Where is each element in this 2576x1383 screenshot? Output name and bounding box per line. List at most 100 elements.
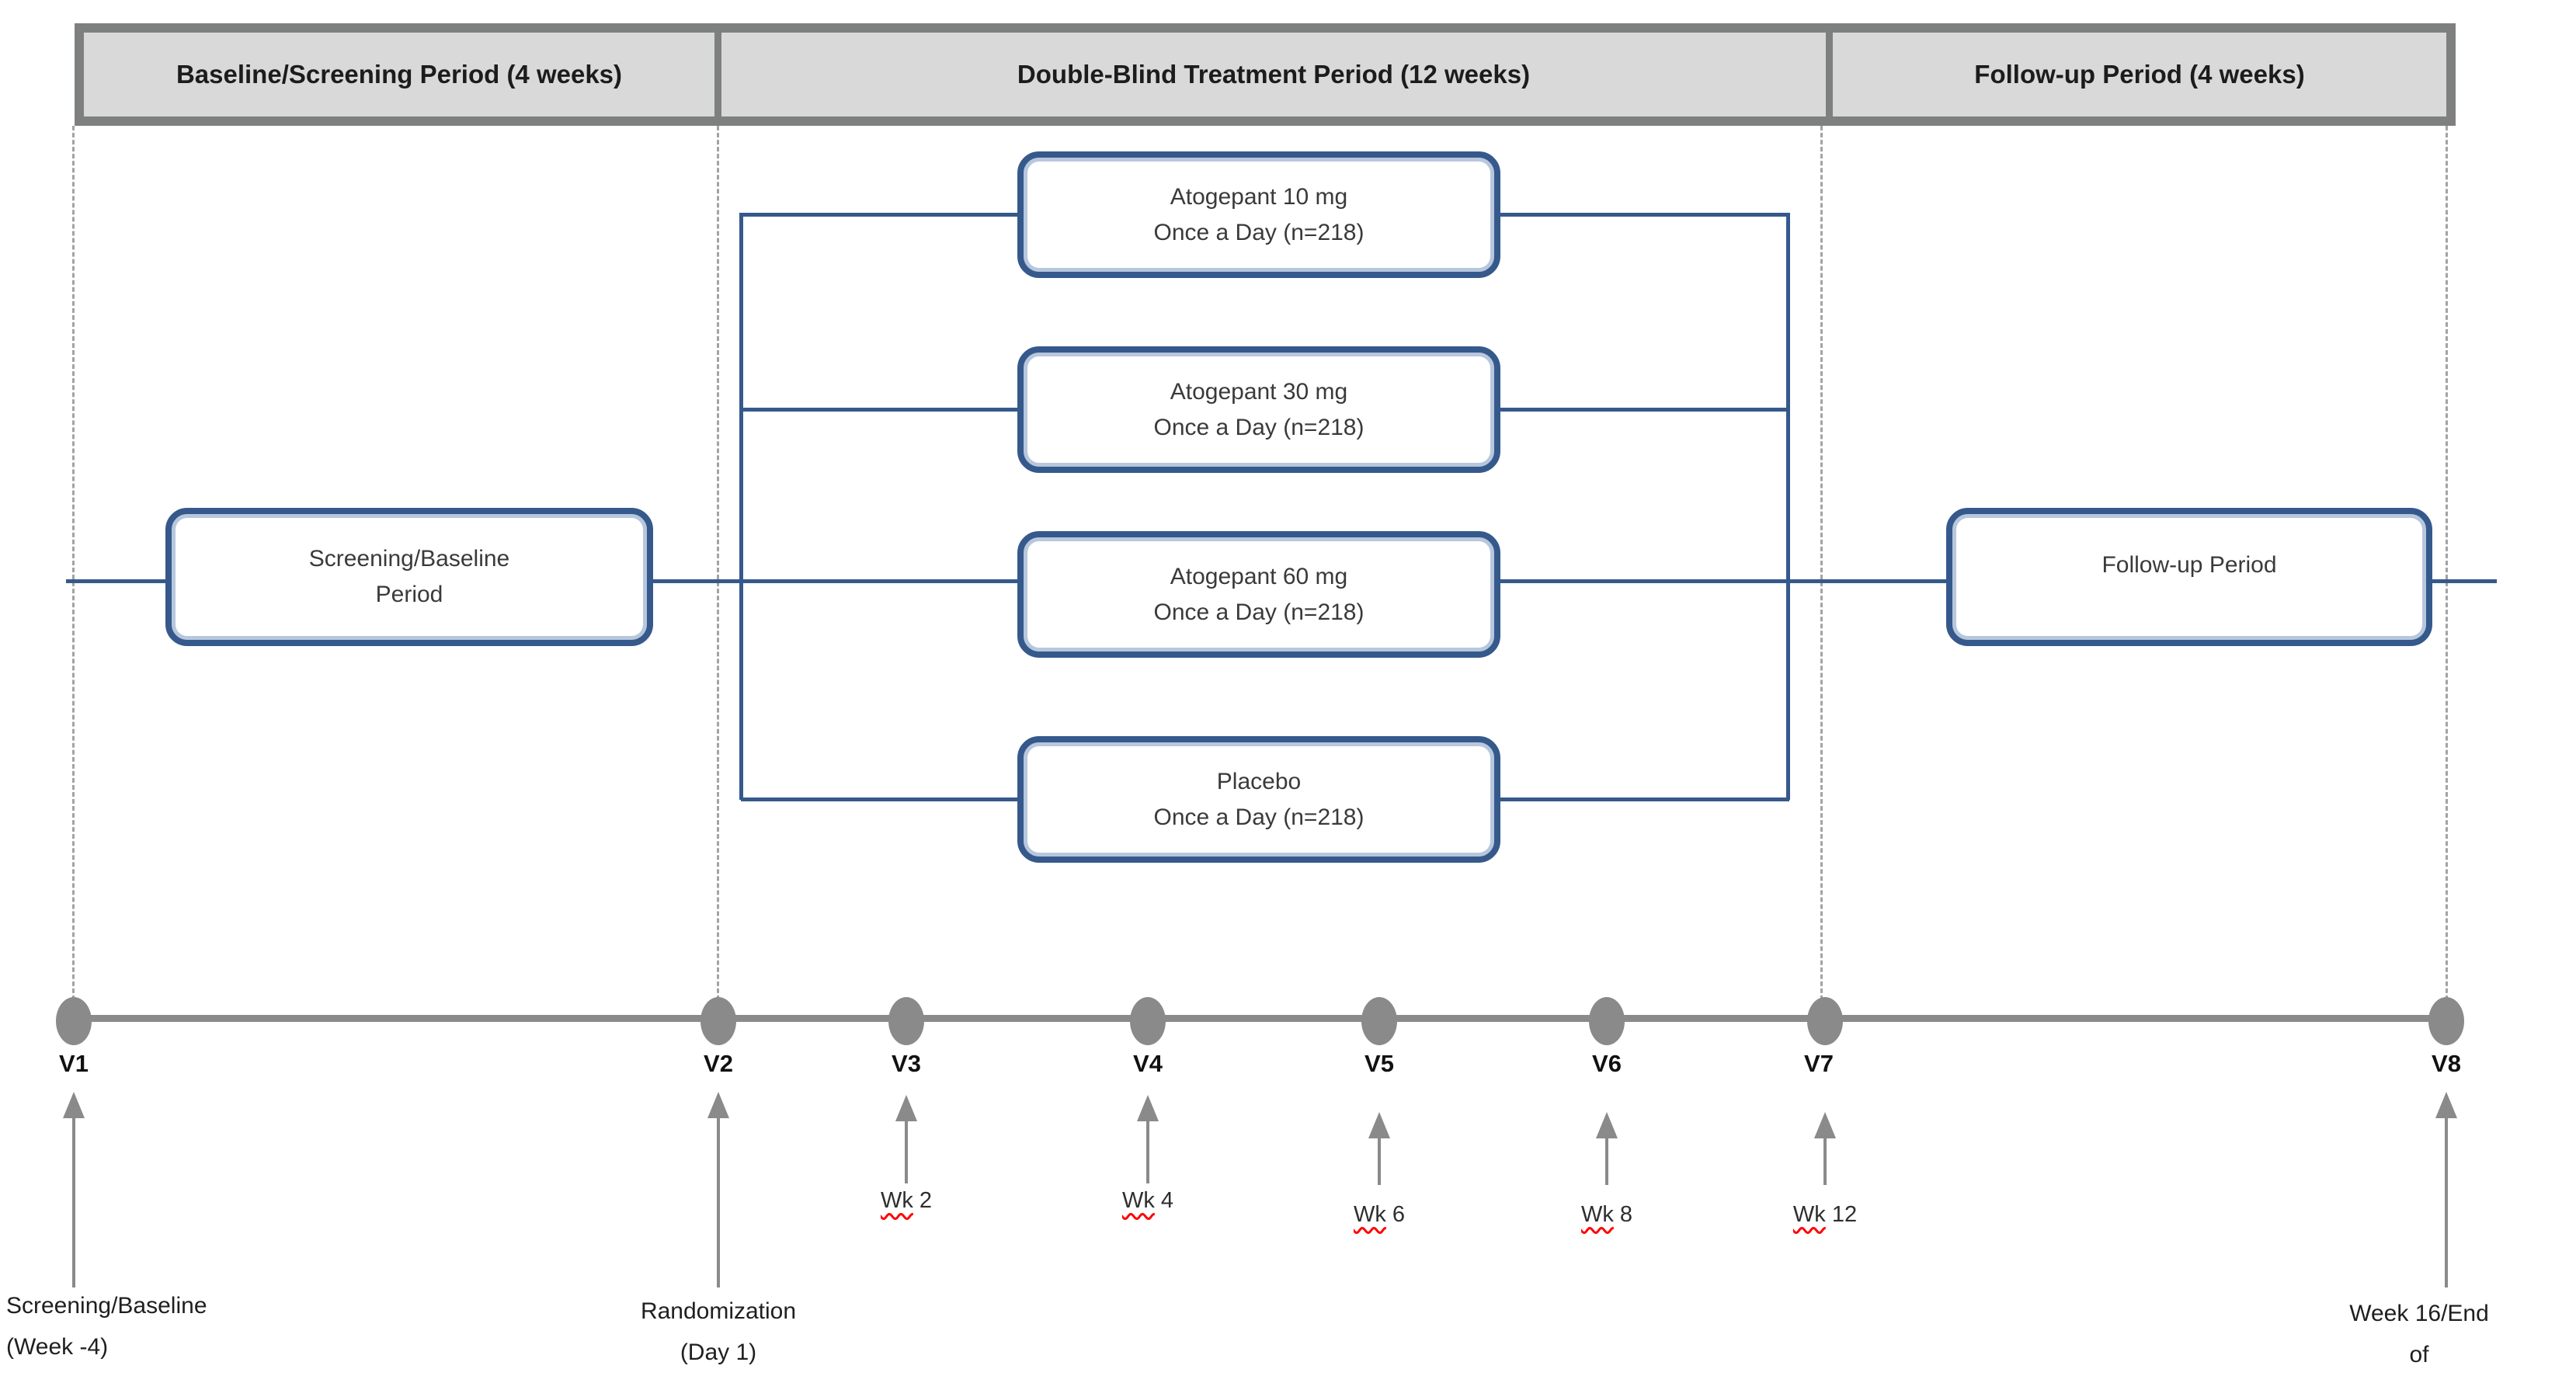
week-mark-wk12-value: 12 [1831, 1202, 1858, 1227]
arm-placebo-line2: Once a Day (n=218) [1153, 804, 1364, 830]
arrow-head-icon [1137, 1095, 1159, 1121]
period-header-followup-label: Follow-up Period (4 weeks) [1974, 60, 2305, 89]
arrow-head-icon [895, 1095, 917, 1121]
arrow-stem [72, 1118, 75, 1287]
period-header-divider [1826, 33, 1833, 116]
timeline-line [74, 1015, 2448, 1022]
arm-10mg-line2: Once a Day (n=218) [1153, 219, 1364, 245]
week-mark-wk2: Wk 2 [881, 1188, 932, 1214]
arrow-head-icon [1814, 1112, 1836, 1138]
split-bracket-left [739, 213, 743, 800]
annotation-v1: Screening/Baseline (Week -4) [6, 1285, 207, 1367]
flow-line-main-right [2431, 579, 2497, 583]
screening-period-box-line1: Screening/Baseline [308, 546, 510, 572]
arrow-stem [1823, 1138, 1827, 1185]
branch-line-placebo-left [741, 797, 1017, 801]
guide-line-v1 [72, 126, 75, 1021]
visit-label-v1: V1 [59, 1050, 89, 1077]
annotation-v1-line1: Screening/Baseline [6, 1293, 207, 1319]
visit-arrow-v6 [1596, 1112, 1618, 1185]
visit-arrow-v8 [2435, 1092, 2457, 1287]
arrow-head-icon [63, 1092, 85, 1118]
visit-dot-v5 [1361, 997, 1397, 1045]
treatment-arm-box-60mg: Atogepant 60 mg Once a Day (n=218) [1017, 531, 1500, 658]
period-header-baseline: Baseline/Screening Period (4 weeks) [84, 33, 714, 116]
followup-period-box: Follow-up Period [1946, 508, 2432, 646]
period-header-baseline-label: Baseline/Screening Period (4 weeks) [176, 60, 623, 89]
visit-label-v2: V2 [704, 1050, 733, 1077]
visit-arrow-v1 [63, 1092, 85, 1287]
arm-60mg-line2: Once a Day (n=218) [1153, 599, 1364, 625]
arm-10mg-line1: Atogepant 10 mg [1170, 183, 1348, 210]
annotation-v8-line2: Study [2341, 1375, 2498, 1383]
visit-arrow-v4 [1137, 1095, 1159, 1183]
week-mark-wk12: Wk 12 [1793, 1202, 1857, 1228]
annotation-v8: Week 16/End of Study [2341, 1293, 2498, 1383]
treatment-arm-box-10mg: Atogepant 10 mg Once a Day (n=218) [1017, 151, 1500, 278]
period-header-followup: Follow-up Period (4 weeks) [1833, 33, 2446, 116]
week-mark-wk2-prefix: Wk [880, 1188, 913, 1213]
arrow-stem [2445, 1118, 2448, 1287]
period-header-divider [714, 33, 721, 116]
week-mark-wk4-prefix: Wk [1121, 1188, 1155, 1213]
visit-dot-v1 [56, 997, 92, 1045]
week-mark-wk12-prefix: Wk [1792, 1202, 1826, 1227]
visit-dot-v7 [1807, 997, 1843, 1045]
week-mark-wk8-prefix: Wk [1580, 1202, 1614, 1227]
period-header-treatment-label: Double-Blind Treatment Period (12 weeks) [1017, 60, 1531, 89]
arrow-head-icon [1368, 1112, 1390, 1138]
branch-line-placebo-right [1499, 797, 1789, 801]
visit-label-v4: V4 [1133, 1050, 1163, 1077]
period-header-treatment: Double-Blind Treatment Period (12 weeks) [721, 33, 1826, 116]
flow-line-main-mid [1499, 579, 1946, 583]
guide-line-v8 [2446, 126, 2448, 1021]
arrow-stem [717, 1118, 720, 1287]
branch-line-arm1-left [741, 213, 1017, 217]
screening-period-box-line2: Period [375, 582, 443, 607]
annotation-v8-line1: Week 16/End of [2349, 1301, 2489, 1367]
visit-dot-v4 [1130, 997, 1166, 1045]
branch-line-arm2-left [741, 408, 1017, 412]
merge-bracket-right [1786, 213, 1790, 800]
arrow-stem [1378, 1138, 1381, 1185]
arrow-stem [1605, 1138, 1608, 1185]
annotation-v1-line2: (Week -4) [6, 1334, 109, 1360]
guide-line-v7 [1820, 126, 1823, 1021]
visit-dot-v3 [888, 997, 924, 1045]
arm-30mg-line2: Once a Day (n=218) [1153, 414, 1364, 440]
visit-dot-v8 [2428, 997, 2464, 1045]
treatment-arm-box-30mg: Atogepant 30 mg Once a Day (n=218) [1017, 346, 1500, 473]
visit-label-v3: V3 [892, 1050, 921, 1077]
visit-arrow-v7 [1814, 1112, 1836, 1185]
arrow-stem [1146, 1121, 1149, 1183]
visit-label-v6: V6 [1592, 1050, 1622, 1077]
annotation-v2-line1: Randomization [640, 1298, 797, 1324]
week-mark-wk2-value: 2 [919, 1188, 933, 1213]
followup-period-box-label: Follow-up Period [2101, 552, 2277, 578]
visit-label-v7: V7 [1804, 1050, 1834, 1077]
screening-period-box: Screening/Baseline Period [165, 508, 653, 646]
arrow-head-icon [2435, 1092, 2457, 1118]
week-mark-wk6-prefix: Wk [1353, 1202, 1386, 1227]
visit-dot-v6 [1589, 997, 1625, 1045]
treatment-arm-box-placebo: Placebo Once a Day (n=218) [1017, 736, 1500, 863]
visit-arrow-v3 [895, 1095, 917, 1183]
week-mark-wk8-value: 8 [1619, 1202, 1633, 1227]
arrow-head-icon [707, 1092, 729, 1118]
week-mark-wk4: Wk 4 [1122, 1188, 1173, 1214]
annotation-v2: Randomization (Day 1) [641, 1291, 796, 1373]
period-header-bar: Baseline/Screening Period (4 weeks) Doub… [75, 23, 2456, 126]
visit-arrow-v2 [707, 1092, 729, 1287]
arrow-head-icon [1596, 1112, 1618, 1138]
visit-label-v5: V5 [1364, 1050, 1394, 1077]
week-mark-wk6-value: 6 [1392, 1202, 1406, 1227]
branch-line-arm2-right [1499, 408, 1789, 412]
week-mark-wk4-value: 4 [1160, 1188, 1174, 1213]
visit-dot-v2 [700, 997, 736, 1045]
visit-arrow-v5 [1368, 1112, 1390, 1185]
week-mark-wk8: Wk 8 [1581, 1202, 1632, 1228]
arrow-stem [905, 1121, 908, 1183]
arm-30mg-line1: Atogepant 30 mg [1170, 378, 1348, 405]
visit-label-v8: V8 [2432, 1050, 2461, 1077]
